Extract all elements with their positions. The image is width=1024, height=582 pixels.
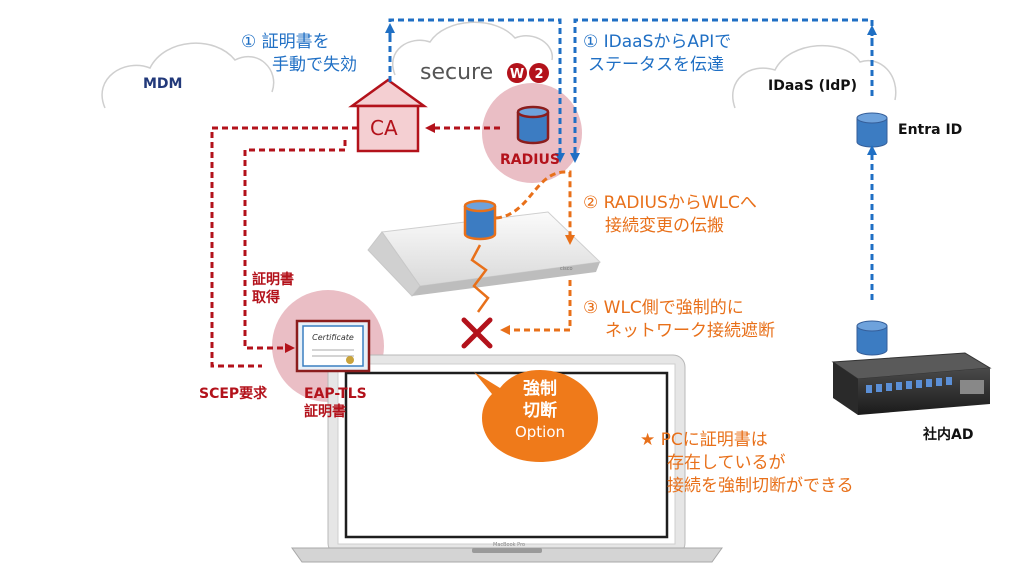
svg-text:MacBook Pro: MacBook Pro <box>493 542 525 548</box>
certificate-script: Certificate <box>312 333 354 342</box>
idaas-label: IDaaS (IdP) <box>768 78 857 94</box>
orange-flow-arrows <box>495 170 575 335</box>
radius-database-icon <box>516 105 550 145</box>
step1b-label: ① IDaaSからAPIで ステータスを伝達 <box>583 32 732 75</box>
red-flow-arrows <box>210 123 500 368</box>
entra-database-icon <box>856 112 888 148</box>
mdm-label: MDM <box>143 76 183 92</box>
certificate-icon: Certificate <box>295 319 371 373</box>
bubble-text: 強制 切断 Option <box>514 379 566 441</box>
lightning-link <box>470 244 490 313</box>
secure-logo-text: secure <box>420 60 494 85</box>
w2-logo-w <box>507 63 527 83</box>
ad-server <box>831 352 992 415</box>
w2-logo-2-text: 2 <box>534 67 543 82</box>
ad-label: 社内AD <box>923 427 974 443</box>
access-point-device: cisco <box>367 211 602 297</box>
idaas-cloud <box>732 44 897 109</box>
ca-label: CA <box>370 116 398 140</box>
w2-logo-w-text: W <box>510 67 524 82</box>
disconnect-x-icon <box>461 317 493 349</box>
eaptls-label: EAP-TLS 証明書 <box>304 386 367 420</box>
blue-flow-arrows <box>385 18 877 300</box>
wlc-database-icon <box>463 199 497 241</box>
svg-text:cisco: cisco <box>560 266 573 272</box>
step1-label: ① 証明書を 手動で失効 <box>241 32 357 75</box>
w2-logo-2 <box>529 63 549 83</box>
force-disconnect-bubble <box>474 370 598 462</box>
radius-label: RADIUS <box>500 152 560 168</box>
ca-house-icon <box>348 78 428 153</box>
step3-label: ③ WLC側で強制的に ネットワーク接続遮断 <box>583 298 775 341</box>
mdm-cloud <box>101 42 275 109</box>
note-label: ★ PCに証明書は 存在しているが 接続を強制切断ができる <box>640 430 854 496</box>
scep-label: SCEP要求 <box>199 386 268 402</box>
step2-label: ② RADIUSからWLCへ 接続変更の伝搬 <box>583 193 757 236</box>
ad-database-icon <box>856 320 888 356</box>
securew2-cloud <box>392 21 553 76</box>
entra-label: Entra ID <box>898 122 963 138</box>
cert-get-label: 証明書 取得 <box>252 272 294 306</box>
